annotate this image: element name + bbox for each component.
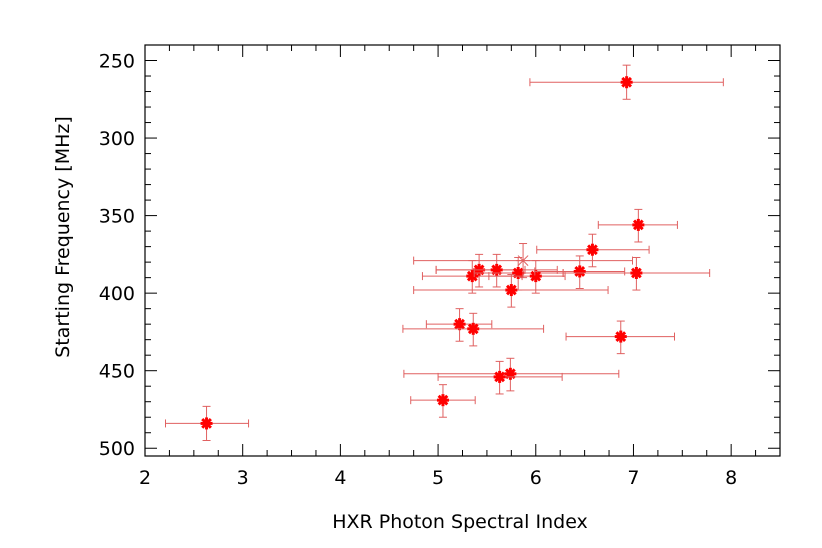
data-point-thin (413, 243, 633, 279)
data-point (437, 360, 563, 395)
data-point (597, 208, 678, 243)
x-tick-label: 7 (627, 467, 639, 489)
y-tick-label: 300 (99, 128, 135, 150)
x-axis: 2 3 4 5 6 7 8 (139, 45, 781, 489)
data-point (565, 320, 675, 355)
data-point (425, 308, 493, 342)
y-tick-label: 400 (99, 283, 135, 305)
x-tick-label: 8 (725, 467, 737, 489)
marker-stroke (517, 255, 529, 266)
x-tick-label: 6 (530, 467, 542, 489)
x-tick-label: 3 (237, 467, 249, 489)
x-tick-label: 4 (334, 467, 346, 489)
y-tick-label: 450 (99, 361, 135, 383)
y-tick-label: 350 (99, 206, 135, 228)
data-points (165, 64, 724, 441)
y-axis: 250 300 350 400 450 500 (99, 44, 780, 460)
plot-border (144, 44, 781, 457)
data-point (435, 253, 558, 288)
data-point (562, 256, 711, 291)
x-tick-label: 5 (432, 467, 444, 489)
y-axis-title: Starting Frequency [MHz] (52, 116, 74, 358)
x-tick-label: 2 (139, 467, 151, 489)
data-point (536, 233, 650, 268)
data-point (413, 274, 609, 308)
plot-frame (144, 44, 781, 457)
data-point (488, 260, 566, 294)
data-point (165, 405, 250, 441)
y-tick-label: 250 (99, 51, 135, 73)
data-point (403, 357, 620, 392)
x-axis-title: HXR Photon Spectral Index (332, 511, 588, 533)
data-point (473, 256, 564, 291)
data-point (534, 255, 626, 289)
data-point (421, 260, 523, 294)
y-tick-label: 500 (99, 438, 135, 460)
data-point (402, 312, 545, 347)
data-point (410, 384, 476, 418)
data-point (529, 64, 724, 100)
